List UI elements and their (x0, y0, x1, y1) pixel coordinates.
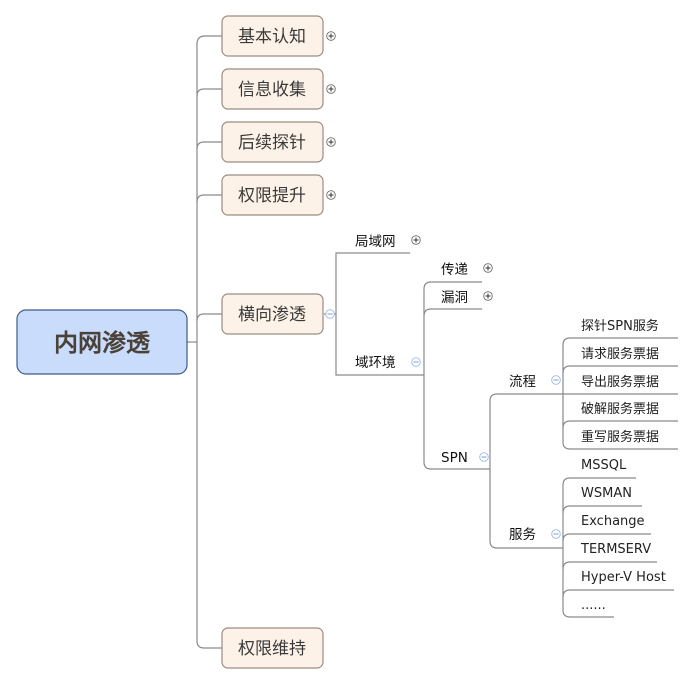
branch-node[interactable]: 权限维持 (221, 627, 324, 669)
branch-connector-5 (196, 313, 222, 322)
service-item-1-line (562, 477, 636, 486)
branch-box[interactable] (221, 68, 324, 110)
service-item-4-line (562, 561, 657, 570)
branch-box[interactable] (221, 15, 324, 57)
flow-item[interactable]: 探针SPN服务 (581, 318, 659, 334)
connectors (187, 35, 678, 649)
branch-box[interactable] (221, 121, 324, 163)
flow-connector (489, 393, 563, 402)
branch-node[interactable]: 后续探针 (221, 121, 324, 163)
branch-label: 基本认知 (238, 27, 306, 47)
flow-item-1-line (562, 337, 678, 346)
plus-circle-icon[interactable] (483, 263, 493, 273)
branch-node[interactable]: 基本认知 (221, 15, 324, 57)
plus-circle-icon[interactable] (483, 291, 493, 301)
branch-label: 信息收集 (238, 80, 306, 100)
lateral-children-connector (335, 252, 424, 376)
root-box[interactable] (16, 309, 188, 375)
domain-children-connector (423, 289, 490, 470)
flow-item[interactable]: 破解服务票据 (581, 401, 659, 417)
branch-connector-2 (196, 88, 222, 97)
flow-label[interactable]: 流程 (509, 374, 536, 390)
root-node[interactable]: 内网渗透 (16, 309, 188, 375)
service-item[interactable]: ...... (581, 598, 606, 613)
vuln-connector (423, 308, 482, 317)
branch-label: 权限维持 (238, 639, 306, 659)
service-item[interactable]: TERMSERV (580, 542, 651, 557)
branch-label: 权限提升 (238, 186, 306, 206)
minus-circle-icon[interactable] (479, 452, 489, 462)
flow-item-4-line (562, 420, 678, 429)
plus-circle-icon[interactable] (326, 31, 336, 41)
branch-label: 后续探针 (238, 133, 306, 153)
vuln-label[interactable]: 漏洞 (441, 290, 468, 306)
service-item[interactable]: MSSQL (581, 458, 627, 473)
pass-label[interactable]: 传递 (441, 262, 468, 278)
service-item[interactable]: Hyper-V Host (581, 570, 666, 585)
branch-connector-3 (196, 141, 222, 150)
flow-item[interactable]: 重写服务票据 (581, 429, 659, 445)
service-items-connector (562, 485, 614, 618)
root-label: 内网渗透 (54, 328, 151, 357)
plus-circle-icon[interactable] (411, 235, 421, 245)
branch-node[interactable]: 权限提升 (221, 174, 324, 216)
flow-item-2-line (562, 365, 678, 374)
plus-circle-icon[interactable] (326, 84, 336, 94)
minus-circle-icon[interactable] (411, 357, 421, 367)
branch-box[interactable] (221, 174, 324, 216)
spn-label[interactable]: SPN (441, 450, 468, 466)
trunk-connector (196, 44, 222, 649)
pass-connector (423, 281, 482, 290)
service-item-3-line (562, 533, 651, 542)
branch-connector-1 (196, 35, 222, 45)
plus-circle-icon[interactable] (326, 137, 336, 147)
flow-item[interactable]: 导出服务票据 (581, 374, 659, 390)
branch-label: 横向渗透 (238, 305, 306, 325)
minus-circle-icon[interactable] (551, 375, 561, 385)
branch-box[interactable] (221, 627, 324, 669)
domain-label[interactable]: 域环境 (355, 355, 396, 371)
minus-circle-icon[interactable] (551, 529, 561, 539)
service-label[interactable]: 服务 (509, 527, 536, 543)
minus-circle-icon[interactable] (325, 309, 335, 319)
spn-children-connector (489, 401, 563, 549)
lan-label[interactable]: 局域网 (355, 234, 396, 250)
branch-node[interactable]: 信息收集 (221, 68, 324, 110)
branch-connector-4 (196, 194, 222, 203)
plus-circle-icon[interactable] (326, 190, 336, 200)
service-item[interactable]: Exchange (581, 514, 645, 529)
branch-node[interactable]: 横向渗透 (221, 293, 324, 335)
service-item-2-line (562, 505, 642, 514)
service-item[interactable]: WSMAN (581, 486, 632, 501)
service-item-5-line (562, 589, 674, 598)
flow-item[interactable]: 请求服务票据 (581, 346, 659, 362)
branch-box[interactable] (221, 293, 324, 335)
flow-items-connector (562, 345, 678, 450)
